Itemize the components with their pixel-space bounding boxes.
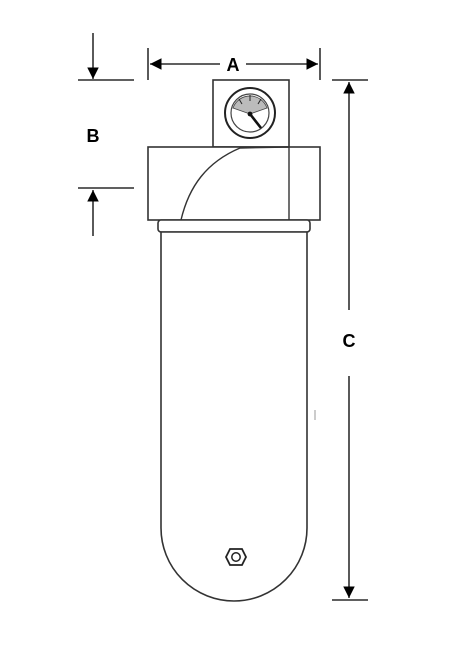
dimension-b: B — [78, 33, 134, 236]
head-contour — [180, 146, 290, 221]
label-a: A — [227, 55, 240, 75]
drain-valve-icon — [224, 548, 248, 566]
filter-head — [147, 146, 321, 221]
label-b: B — [87, 126, 100, 146]
filter-unit — [147, 79, 321, 602]
filter-bowl — [160, 231, 308, 602]
dimension-c: C — [332, 79, 368, 601]
bowl-collar — [157, 219, 311, 233]
dimension-a: A — [147, 48, 321, 80]
label-c: C — [343, 331, 356, 351]
pressure-gauge-icon — [224, 87, 276, 139]
